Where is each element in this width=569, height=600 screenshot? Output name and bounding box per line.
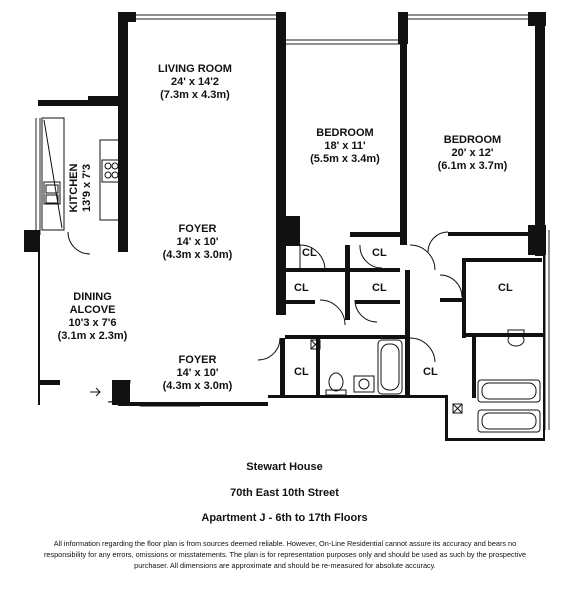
label-foyer-2: FOYER 14' x 10' (4.3m x 3.0m) xyxy=(150,354,245,393)
room-dimensions-m: (7.3m x 4.3m) xyxy=(160,89,230,101)
room-name: LIVING ROOM xyxy=(158,63,232,75)
closet-label: CL xyxy=(372,282,387,294)
bath-fixtures xyxy=(310,329,541,433)
label-bedroom-2: BEDROOM 20' x 12' (6.1m x 3.7m) xyxy=(415,134,530,173)
label-kitchen: KITCHEN 13'9 x 7'3 xyxy=(68,158,148,218)
room-name-line1: DINING xyxy=(73,291,112,303)
closet-label: CL xyxy=(372,247,387,259)
room-dimensions-ft: 10'3 x 7'6 xyxy=(68,317,117,329)
disclaimer-text: All information regarding the floor plan… xyxy=(43,539,527,570)
floor-plan-drawing xyxy=(24,12,550,441)
label-bedroom-1: BEDROOM 18' x 11' (5.5m x 3.4m) xyxy=(295,127,395,166)
room-name: FOYER xyxy=(178,223,217,235)
closet-label: CL xyxy=(294,366,309,378)
kitchen-fixtures xyxy=(41,117,123,231)
room-dimensions-m: (4.3m x 3.0m) xyxy=(162,380,233,392)
exterior-walls xyxy=(24,12,546,441)
room-name: KITCHEN xyxy=(68,163,80,213)
closet-label: CL xyxy=(498,282,513,294)
room-dimensions-ft: 14' x 10' xyxy=(176,367,219,379)
closet-label: CL xyxy=(294,282,309,294)
label-living-room: LIVING ROOM 24' x 14'2 (7.3m x 4.3m) xyxy=(140,63,250,102)
apartment-floors: Apartment J - 6th to 17th Floors xyxy=(201,512,368,524)
label-foyer-1: FOYER 14' x 10' (4.3m x 3.0m) xyxy=(150,223,245,262)
room-dimensions-ft: 20' x 12' xyxy=(451,147,494,159)
building-address: 70th East 10th Street xyxy=(230,487,339,499)
interior-walls xyxy=(276,40,544,398)
room-name: FOYER xyxy=(178,354,217,366)
building-name: Stewart House xyxy=(246,461,323,473)
room-dimensions-m: (5.5m x 3.4m) xyxy=(310,153,380,165)
closet-label: CL xyxy=(423,366,438,378)
label-dining-alcove: DINING ALCOVE 10'3 x 7'6 (3.1m x 2.3m) xyxy=(45,291,140,343)
room-dimensions-ft: 13'9 x 7'3 xyxy=(81,163,93,213)
closet-label: CL xyxy=(302,247,317,259)
room-name-line2: ALCOVE xyxy=(69,304,116,316)
room-name: BEDROOM xyxy=(316,127,374,139)
room-dimensions-m: (4.3m x 3.0m) xyxy=(162,249,233,261)
room-name: BEDROOM xyxy=(443,134,502,146)
room-dimensions-ft: 18' x 11' xyxy=(324,140,366,152)
room-dimensions-m: (3.1m x 2.3m) xyxy=(57,330,128,342)
room-dimensions-ft: 24' x 14'2 xyxy=(170,76,220,88)
doors xyxy=(67,231,463,407)
room-dimensions-m: (6.1m x 3.7m) xyxy=(437,160,508,172)
room-dimensions-ft: 14' x 10' xyxy=(176,236,219,248)
